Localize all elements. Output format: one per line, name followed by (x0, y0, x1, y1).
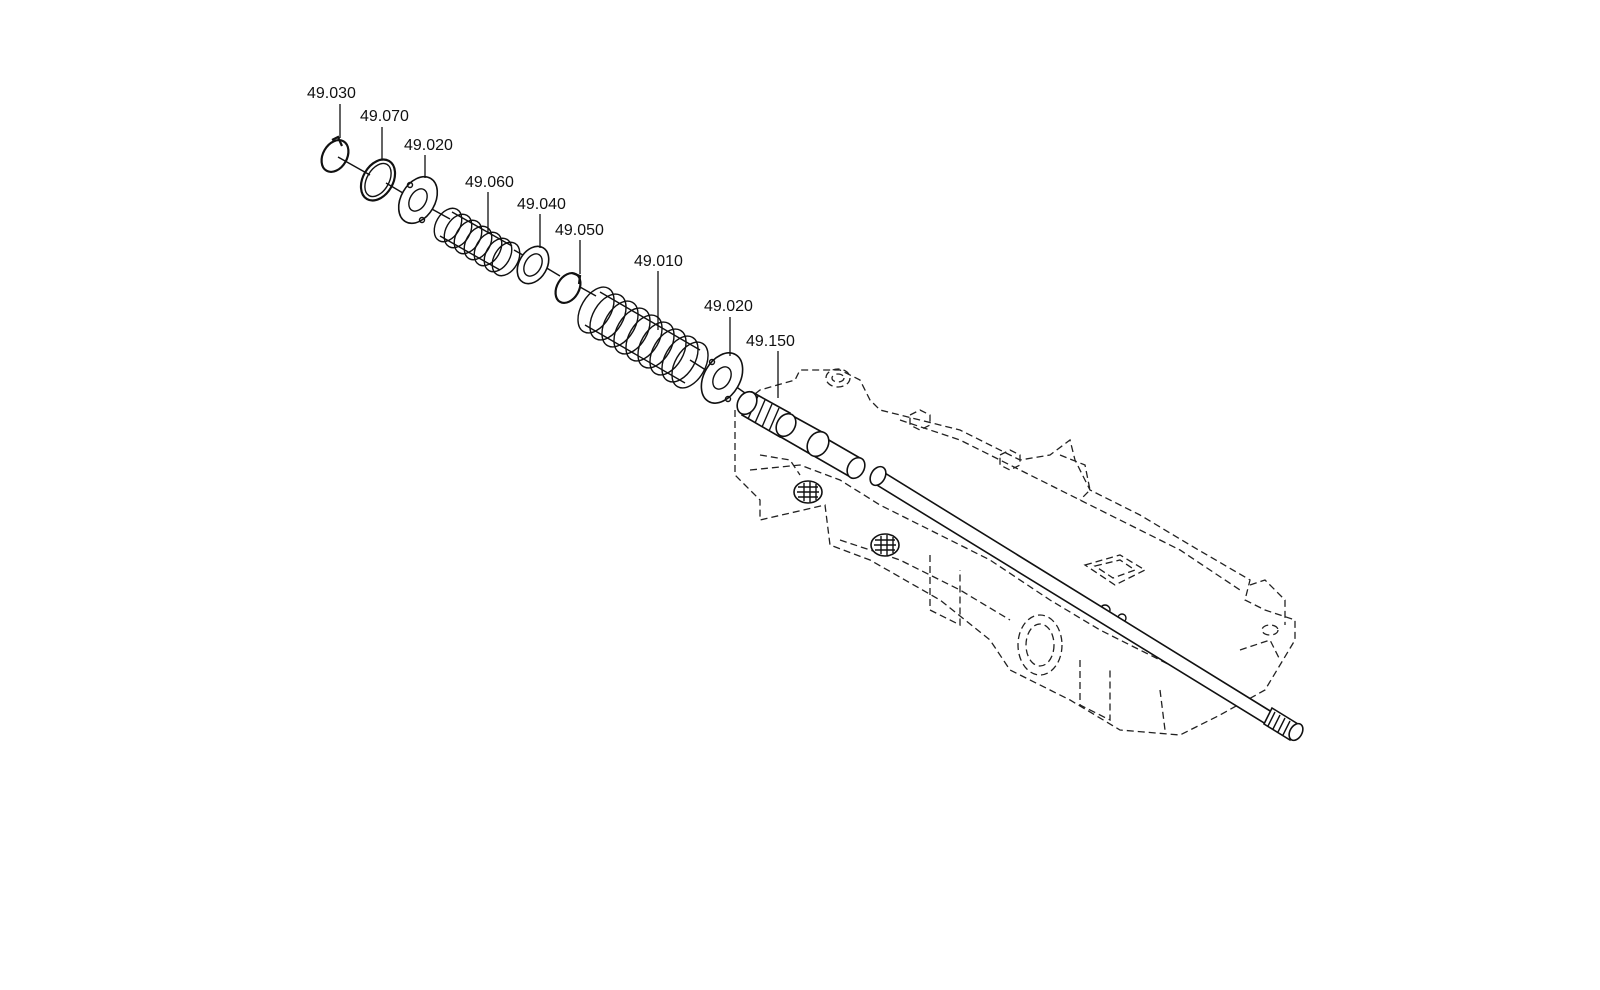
callout-label: 49.050 (555, 222, 604, 239)
spring-seat-washer-part (700, 352, 744, 404)
callout-label: 49.020 (404, 137, 453, 154)
callout-label: 49.060 (465, 174, 514, 191)
callout-labels: 49.030 49.070 49.020 49.060 49.040 49.05… (307, 85, 795, 350)
leader-lines (339, 104, 779, 398)
callout-label: 49.030 (307, 85, 356, 102)
spring-seat-washer-part (397, 175, 439, 225)
outer-spring-part (577, 286, 709, 389)
callout-label: 49.070 (360, 108, 409, 125)
callout-label: 49.040 (517, 196, 566, 213)
inner-spring-part (433, 207, 521, 277)
washer-part (516, 245, 550, 285)
circlip-part (554, 271, 582, 305)
callout-label: 49.150 (746, 333, 795, 350)
callout-label: 49.020 (704, 298, 753, 315)
shaft-part (736, 390, 1304, 742)
retaining-ring-part (359, 158, 397, 202)
callout-label: 49.010 (634, 253, 683, 270)
snap-ring-part (320, 135, 350, 173)
